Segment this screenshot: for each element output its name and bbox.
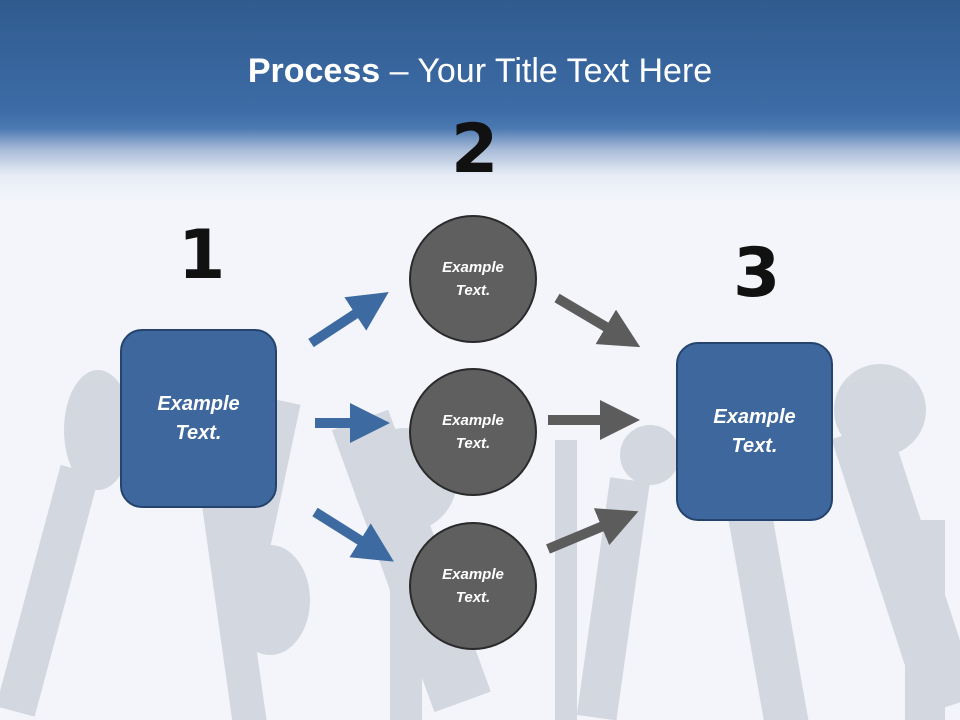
circle-bottom-line1: Example [442,566,504,583]
process-circle-middle-text: Example Text. [442,409,504,455]
arrow-gray-top [554,293,641,348]
circle-middle-line1: Example [442,412,504,429]
target-box-text: Example Text. [713,403,795,461]
circle-bottom-line2: Text. [455,589,491,606]
process-circle-bottom[interactable]: Example Text. [409,522,537,650]
step-number-1: 1 [178,216,226,295]
arrow-blue-down [312,507,394,562]
target-box[interactable]: Example Text. [676,342,833,521]
source-box[interactable]: Example Text. [120,329,277,508]
circle-top-line1: Example [442,259,504,276]
header-band [0,0,960,200]
target-box-line1: Example [713,405,796,428]
source-box-line1: Example [157,392,240,415]
circle-top-line2: Text. [455,282,491,299]
target-box-line2: Text. [731,434,778,457]
process-circle-middle[interactable]: Example Text. [409,368,537,496]
process-circle-bottom-text: Example Text. [442,563,504,609]
step-number-3: 3 [733,234,781,313]
step-number-2: 2 [451,110,499,189]
arrow-blue-up [308,292,389,348]
process-circle-top[interactable]: Example Text. [409,215,537,343]
arrow-gray-bottom [546,508,639,554]
source-box-text: Example Text. [157,390,239,448]
title-bold: Process [247,52,381,90]
title-rest: – Your Title Text Here [380,52,713,90]
process-circle-top-text: Example Text. [442,256,504,302]
source-box-line2: Text. [175,421,222,444]
circle-middle-line2: Text. [455,435,491,452]
slide-title: Process – Your Title Text Here [0,52,960,91]
